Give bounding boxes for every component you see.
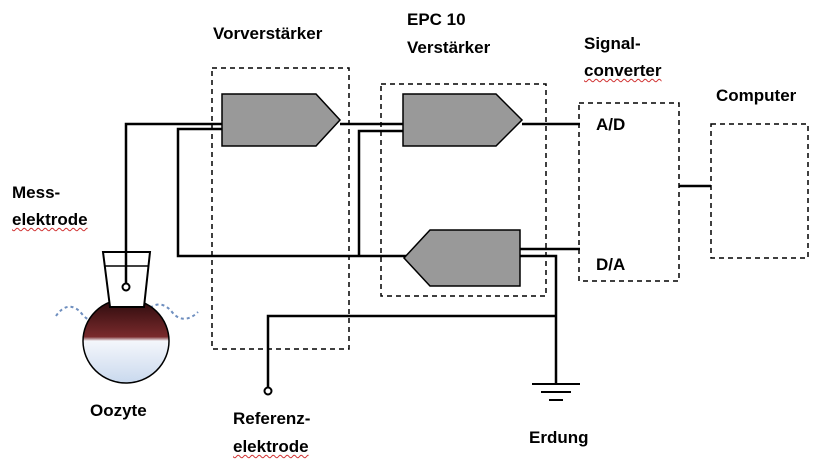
vorverstaerker-box bbox=[211, 67, 350, 350]
epc-amplifier-icon bbox=[402, 93, 524, 147]
label-signal: Signal- bbox=[584, 34, 641, 53]
water-wave-icon bbox=[55, 303, 199, 322]
label-oozyte: Oozyte bbox=[90, 401, 147, 420]
wiring bbox=[124, 122, 711, 388]
label-da: D/A bbox=[596, 255, 626, 274]
ground-icon bbox=[532, 383, 580, 401]
signal-converter-box bbox=[578, 102, 680, 282]
label-epc10: EPC 10 bbox=[407, 10, 466, 29]
label-messelektrode-1: Mess- bbox=[12, 183, 61, 202]
measuring-electrode-tip-icon-2 bbox=[121, 282, 131, 292]
label-messelektrode-2: elektrode bbox=[12, 210, 88, 229]
label-ad: A/D bbox=[596, 115, 626, 134]
label-computer: Computer bbox=[716, 86, 797, 105]
label-referenz-2: elektrode bbox=[233, 437, 309, 456]
label-referenz-1: Referenz- bbox=[233, 409, 311, 428]
label-epc-verstaerker: Verstärker bbox=[407, 38, 491, 57]
feedback-amplifier-icon bbox=[402, 229, 521, 287]
reference-electrode-tip-icon bbox=[263, 386, 273, 396]
oocyte-cell-icon bbox=[82, 298, 170, 384]
preamp-amplifier-icon bbox=[221, 93, 342, 147]
epc10-box bbox=[380, 83, 547, 297]
label-erdung: Erdung bbox=[529, 428, 589, 447]
label-converter: converter bbox=[584, 61, 662, 80]
label-vorverstaerker: Vorverstärker bbox=[213, 24, 323, 43]
computer-box bbox=[710, 123, 809, 259]
